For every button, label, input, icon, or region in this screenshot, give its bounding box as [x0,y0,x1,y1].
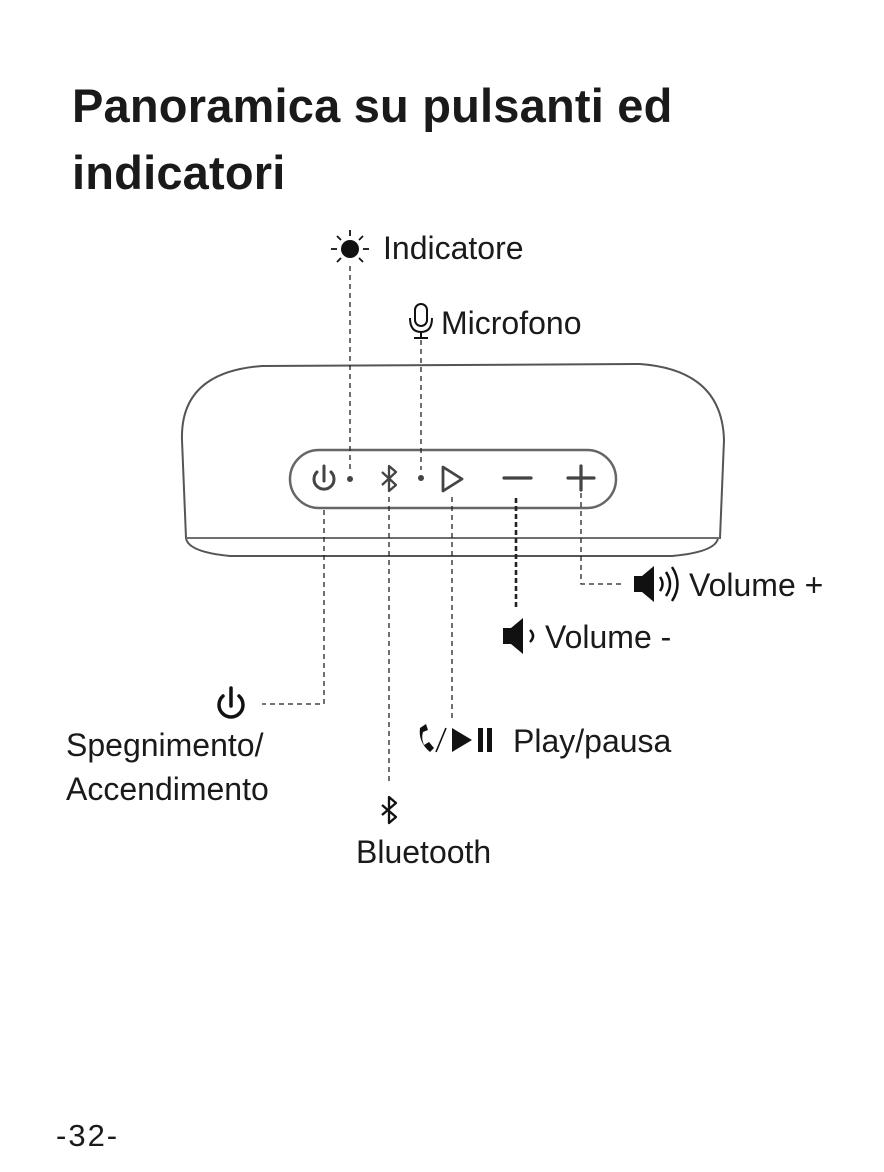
power-icon [219,688,243,717]
bluetooth-icon [382,797,396,823]
power-label-line1: Spegnimento/ [66,729,263,761]
page-number: -32- [56,1118,119,1154]
volume-down-label: Volume - [545,621,671,653]
microphone-icon [410,304,432,338]
power-label-line2: Accendimento [66,773,269,805]
microphone-hole [418,475,424,481]
microphone-label: Microfono [441,307,582,339]
play-pause-label: Play/pausa [513,725,671,757]
volume-up-label: Volume + [689,569,823,601]
indicator-light [347,476,353,482]
speaker-loud-icon [634,566,678,602]
bluetooth-label: Bluetooth [356,836,491,868]
phone-play-pause-icon [420,724,492,752]
indicator-label: Indicatore [383,232,524,264]
speaker-low-icon [503,618,533,654]
light-icon [331,230,369,262]
